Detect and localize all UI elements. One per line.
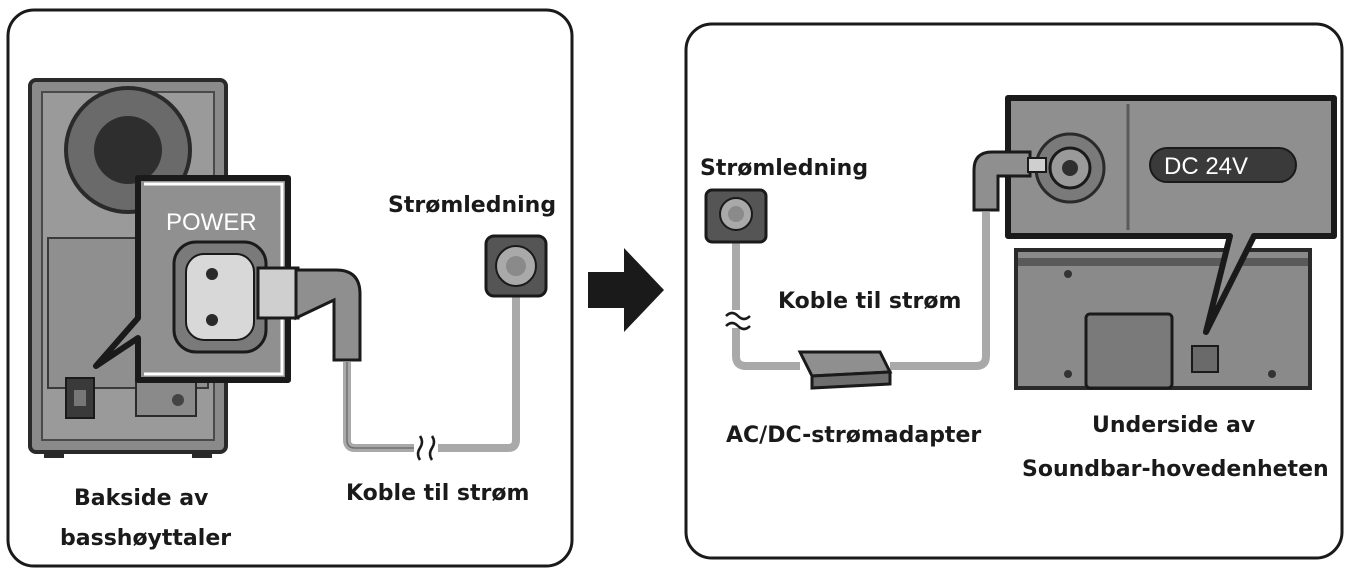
- right-cord-label: Strømledning: [700, 156, 868, 181]
- adapter-label: AC/DC-strømadapter: [726, 423, 981, 448]
- power-callout: POWER: [93, 175, 291, 383]
- right-power-cable: [704, 150, 1047, 390]
- dc-rating-badge: [1149, 147, 1297, 183]
- right-panel: DC 24V Strømledning Koble til strøm AC/D…: [684, 22, 1344, 560]
- dc-label: DC 24V: [1164, 153, 1248, 180]
- dc-plug-icon: [972, 150, 1032, 212]
- soundbar-underside: [1014, 248, 1312, 390]
- left-connect-label: Koble til strøm: [346, 481, 529, 506]
- next-step-arrow-icon: [588, 248, 664, 332]
- power-plug-icon: [256, 266, 300, 320]
- left-caption-line1: Bakside av: [74, 486, 209, 511]
- cable-break-icon: [416, 435, 424, 461]
- dc-callout: DC 24V: [1005, 95, 1337, 335]
- right-connect-label: Koble til strøm: [778, 289, 961, 314]
- right-caption-line2: Soundbar-hovedenheten: [1022, 457, 1329, 482]
- dc-port-icon: [1191, 345, 1219, 373]
- left-panel: POWER Strømledning Koble til strøm Baksi…: [6, 8, 574, 568]
- right-caption-line1: Underside av: [1092, 413, 1256, 438]
- left-cord-label: Strømledning: [388, 193, 556, 218]
- right-cable-break-icon: [725, 311, 751, 321]
- left-power-cable: [256, 234, 548, 461]
- left-caption-line2: basshøyttaler: [60, 526, 231, 551]
- power-label: POWER: [166, 209, 257, 236]
